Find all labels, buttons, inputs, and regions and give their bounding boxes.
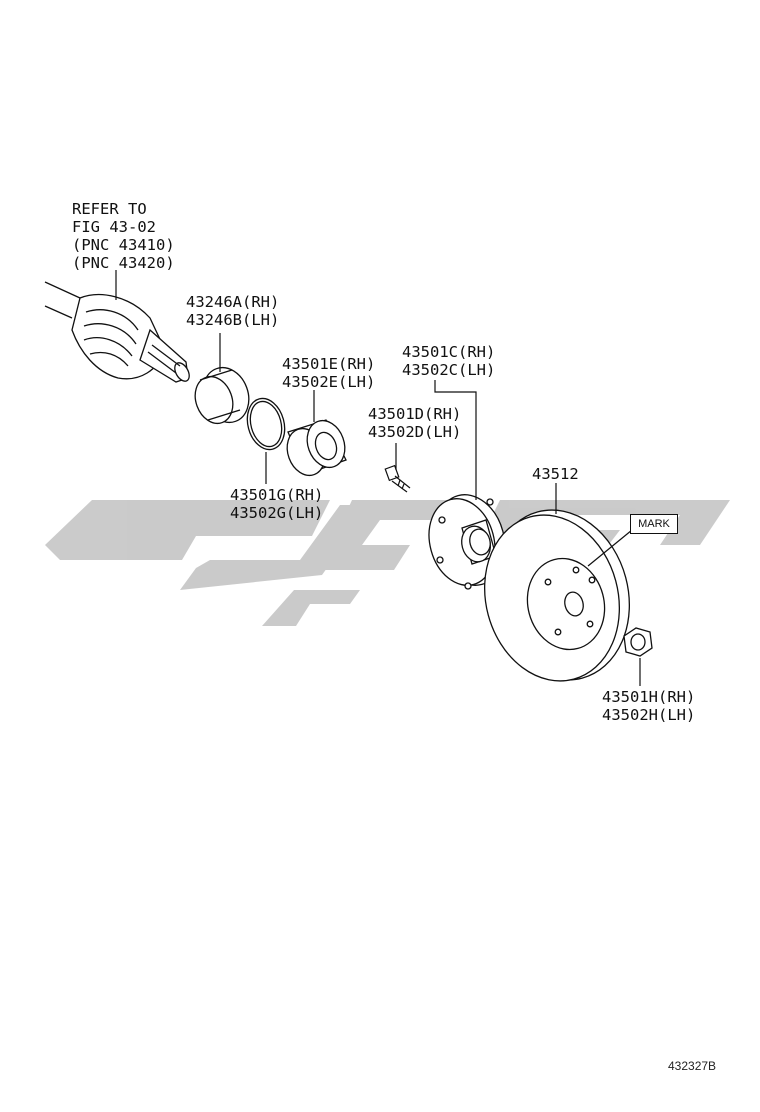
label-43501e: 43501E(RH) 43502E(LH) xyxy=(282,355,375,391)
label-line: REFER TO xyxy=(72,200,147,218)
ring-43246 xyxy=(194,366,250,425)
label-line: 43501D(RH) xyxy=(368,405,462,423)
label-43501c: 43501C(RH) 43502C(LH) xyxy=(402,343,495,379)
label-line: (PNC 43420) xyxy=(72,254,175,272)
label-43501d: 43501D(RH) 43502D(LH) xyxy=(368,405,461,441)
label-line: 43502D(LH) xyxy=(368,423,462,441)
hub-bolt-43501d xyxy=(384,464,411,493)
snap-ring-43501g xyxy=(246,397,286,451)
label-line: 43502C(LH) xyxy=(402,361,496,379)
drive-shaft-boot xyxy=(44,281,190,383)
label-line: 43501H(RH) xyxy=(602,688,696,706)
label-line: 43246A(RH) xyxy=(186,293,280,311)
label-line: FIG 43-02 xyxy=(72,218,156,236)
label-43246: 43246A(RH) 43246B(LH) xyxy=(186,293,279,329)
figure-number: 432327B xyxy=(668,1059,717,1073)
label-43501g: 43501G(RH) 43502G(LH) xyxy=(230,486,323,522)
label-line: (PNC 43410) xyxy=(72,236,175,254)
label-43512: 43512 xyxy=(532,465,579,483)
hub-nut-43501h xyxy=(623,627,653,657)
label-refer-fig: REFER TO FIG 43-02 (PNC 43410) (PNC 4342… xyxy=(72,200,175,272)
bearing-43501e xyxy=(286,419,347,477)
label-line: 43501C(RH) xyxy=(402,343,496,361)
label-line: 43501E(RH) xyxy=(282,355,376,373)
label-line: 43502E(LH) xyxy=(282,373,376,391)
label-43501h: 43501H(RH) 43502H(LH) xyxy=(602,688,695,724)
label-line: 43512 xyxy=(532,465,579,483)
label-line: 43502H(LH) xyxy=(602,706,696,724)
label-line: 43502G(LH) xyxy=(230,504,324,522)
mark-callout: MARK xyxy=(630,514,678,534)
label-line: 43501G(RH) xyxy=(230,486,324,504)
disc-rotor-43512 xyxy=(483,509,631,682)
leader-lines xyxy=(115,270,641,686)
label-line: 43246B(LH) xyxy=(186,311,280,329)
